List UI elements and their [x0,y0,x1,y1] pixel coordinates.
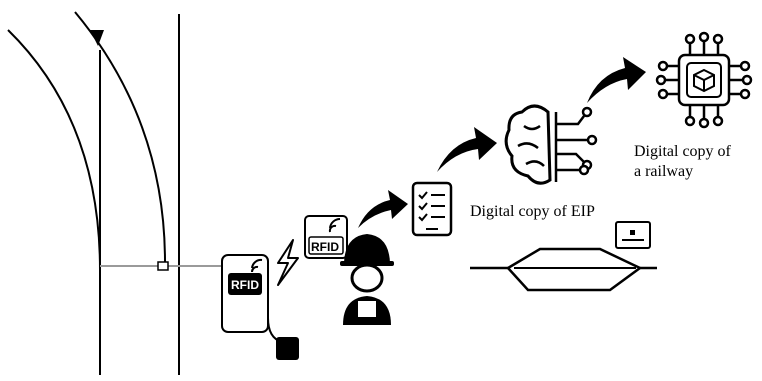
chip-inner [686,62,722,98]
model-upper-body [507,247,641,270]
rfid-reader-label: RFID [231,278,259,292]
brain-circuit-traces [554,112,588,182]
curved-arrow-icon [587,57,646,103]
label-digital-copy-railway-line2: a railway [634,163,694,180]
chip-pin-nodes [655,31,753,129]
monitor-icon [615,221,651,249]
brain-node [586,134,598,146]
rfid-tag-badge [308,236,344,255]
chip-pin-node [698,31,710,43]
rfid-tag-waves [328,217,341,233]
model-lower-body [507,266,641,292]
chip-pins-right [729,64,743,96]
brain-node [578,164,590,176]
chip-pin-node [655,74,667,86]
worker-face [350,263,384,293]
chip-pins-top [688,41,720,55]
lightning-icon [277,239,299,286]
switch-curve-right [74,11,166,263]
rfid-tag-icon: RFID [304,215,348,259]
chip-pin-node [684,33,696,45]
tablet-check-3 [418,213,445,222]
rfid-tag-label: RFID [311,240,339,254]
chip-pin-node [657,60,669,72]
brain-left-half [504,104,552,185]
brain-node [581,106,593,118]
worker-icon [340,234,394,325]
chip-pins-left [665,64,679,96]
chip-pin-node [712,115,724,127]
curved-arrow-icon [437,127,497,172]
worker-helmet [344,234,390,263]
chip-pin-node [684,115,696,127]
chip-pin-node [739,60,751,72]
chip-cube [693,68,715,93]
tablet-check-1 [418,191,445,200]
chip-pin-node [712,33,724,45]
cube-chip-icon [655,31,753,129]
chip-pin-node [657,88,669,100]
monitor-dot [630,230,635,235]
switch-direction-arrow [90,30,104,46]
switch-curve-left [7,29,101,375]
label-digital-copy-eip: Digital copy of EIP [470,203,595,220]
tablet-checklist-icon [411,181,453,237]
curved-arrow-icon [358,190,408,228]
rfid-reader-badge [228,273,262,295]
brain-circuit-nodes [578,106,598,176]
brain-circuit-icon [504,104,598,185]
tablet-check-2 [418,202,445,211]
rfid-device-icon: RFID [221,254,299,360]
chip-pins-bottom [688,105,720,119]
tablet-body [411,181,453,237]
turnout-model-icon [470,247,657,292]
chip-pin-node [739,88,751,100]
switch-motor-block [157,261,169,271]
chip-pin-node [698,117,710,129]
chip-pin-node [741,74,753,86]
rfid-power-box [276,337,299,360]
railway-switch-icon [7,11,222,375]
worker-vest-stripe [356,299,378,319]
label-digital-copy-railway-line1: Digital copy of [634,143,731,160]
chip-pins [665,41,743,119]
brain-folds [517,124,545,167]
rfid-reader-waves [251,258,263,273]
